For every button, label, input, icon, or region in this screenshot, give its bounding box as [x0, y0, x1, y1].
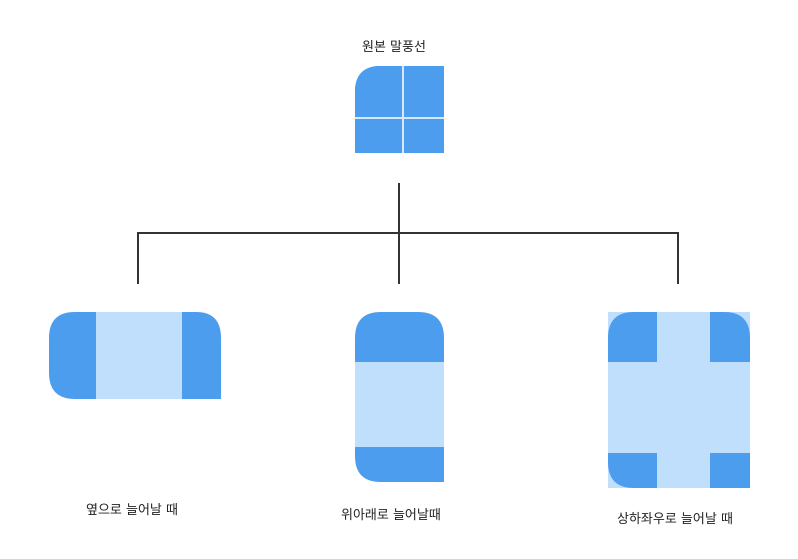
branch-label-horizontal: 옆으로 늘어날 때	[86, 503, 178, 518]
branch-label-vertical: 위아래로 늘어날때	[341, 508, 441, 523]
tree-connector	[137, 183, 679, 284]
horizontal-stretch-bubble	[49, 312, 221, 399]
bottom-left-fixed-region	[608, 453, 657, 488]
left-fixed-region	[49, 312, 96, 399]
right-fixed-region	[182, 312, 221, 399]
top-right-fixed-region	[710, 312, 750, 362]
root-label: 원본 말풍선	[362, 40, 426, 55]
top-fixed-region	[355, 312, 444, 362]
bottom-fixed-region	[355, 447, 444, 482]
all-direction-stretch-bubble	[608, 312, 750, 488]
bottom-right-fixed-region	[710, 453, 750, 488]
original-bubble	[355, 66, 444, 153]
branch-label-all-directions: 상하좌우로 늘어날 때	[617, 512, 733, 527]
stretch-region	[355, 362, 444, 447]
top-left-fixed-region	[608, 312, 657, 362]
stretch-region	[96, 312, 182, 399]
vertical-stretch-bubble	[355, 312, 444, 482]
